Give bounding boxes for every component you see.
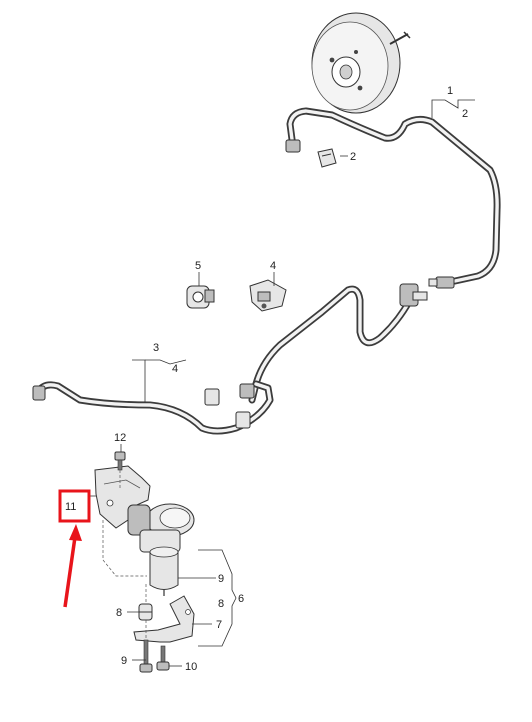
callout-2-clip: 2 bbox=[350, 151, 356, 163]
callout-4-hose: 4 bbox=[172, 363, 178, 375]
callout-9-bolt: 9 bbox=[121, 655, 127, 667]
lower-vacuum-hose bbox=[32, 380, 274, 435]
highlight-arrow-shaft bbox=[63, 536, 77, 608]
bolt-10 bbox=[156, 645, 170, 671]
hose-clip bbox=[317, 148, 337, 168]
callout-11: 11 bbox=[65, 501, 76, 513]
connecting-hose bbox=[248, 283, 428, 404]
callout-7: 7 bbox=[216, 619, 222, 631]
callout-12: 12 bbox=[114, 432, 126, 444]
pressure-sensor-5 bbox=[186, 285, 215, 309]
callout-10: 10 bbox=[185, 661, 197, 673]
upper-vacuum-hose bbox=[285, 107, 501, 289]
callout-6: 6 bbox=[238, 593, 244, 605]
pump-bracket bbox=[133, 595, 195, 643]
highlight-arrow-head bbox=[69, 524, 82, 541]
bolt-9 bbox=[139, 639, 153, 673]
highlight-marker: 11 bbox=[58, 489, 91, 608]
highlight-box bbox=[58, 489, 91, 523]
brake-booster bbox=[311, 12, 411, 114]
callout-5: 5 bbox=[195, 260, 201, 272]
assembly-line-a bbox=[102, 520, 147, 577]
pressure-sensor-4 bbox=[249, 279, 287, 312]
vacuum-pump bbox=[127, 503, 195, 596]
callout-9-pump: 9 bbox=[218, 573, 224, 585]
callout-8-damper: 8 bbox=[116, 607, 122, 619]
leader-lines bbox=[90, 99, 475, 667]
mounting-bracket bbox=[94, 465, 151, 529]
bolt-12 bbox=[114, 451, 126, 471]
callout-3: 3 bbox=[153, 342, 159, 354]
callout-1: 1 bbox=[447, 85, 453, 97]
callout-2-upper: 2 bbox=[462, 108, 468, 120]
callout-8-set: 8 bbox=[218, 598, 224, 610]
callout-4-sensor: 4 bbox=[270, 260, 276, 272]
